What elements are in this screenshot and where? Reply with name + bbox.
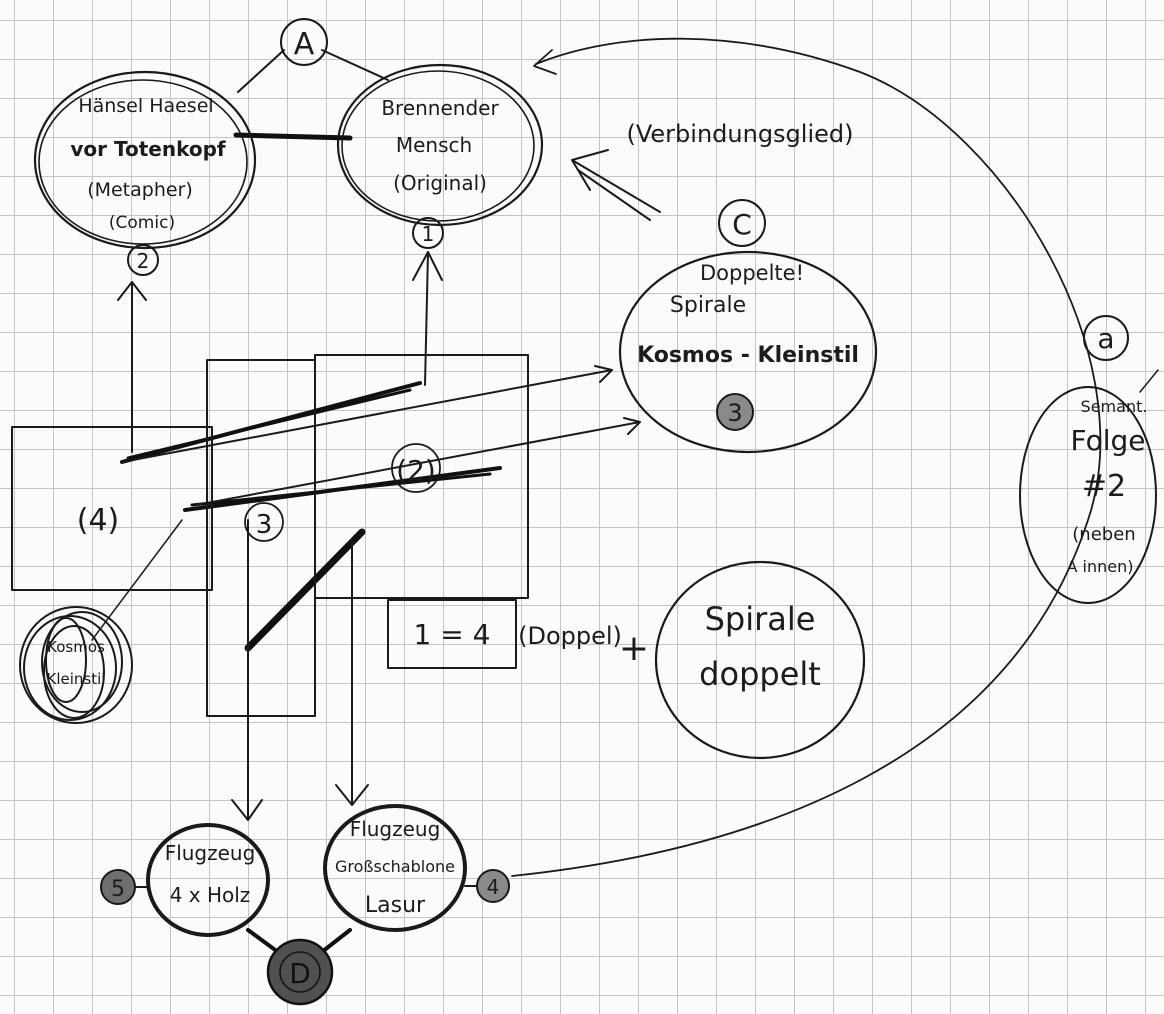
marker-d: D [266,938,334,1006]
plus-text: + [619,628,649,669]
verbindung-arrow [571,149,661,221]
flugzeug-left-badge: 5 [111,877,125,902]
scribble-line1: Kosmos [47,638,105,656]
stroke-diagonal-3 [244,528,366,652]
spirale-line3: Kosmos - Kleinstil [637,343,859,368]
mensch-line1: Brennender [381,96,499,120]
line-a-to-mensch [321,49,389,81]
return-arc-head [533,49,557,75]
return-arc [511,37,1102,877]
spirale-badge: 3 [727,399,742,427]
arrow-to-flugzeug-right [335,539,369,806]
spirale-line1: Doppelte! [700,261,804,285]
semant-line2: Folge [1070,424,1145,457]
node-haensel: Hänsel Haesel vor Totenkopf (Metapher) (… [33,70,257,276]
node-spirale-doppelt: Spirale doppelt [654,560,866,760]
semant-line5: A innen) [1067,557,1134,576]
semant-line4: (neben [1072,524,1135,545]
haensel-badge: 2 [137,249,150,273]
mensch-line3: (Original) [393,171,487,195]
node-mensch: Brennender Mensch (Original) 1 [336,63,544,249]
spirale-doppelt-line1: Spirale [705,600,816,638]
connector-lines [91,37,1159,957]
haensel-line2: vor Totenkopf [70,137,226,161]
haensel-line4: (Comic) [109,213,175,233]
panel-left-label: (4) [77,503,120,538]
flugzeug-right-line1: Flugzeug [350,817,441,841]
node-spirale: C Doppelte! Spirale Kosmos - Kleinstil 3 [618,199,878,454]
scribble-line2: Kleinstil [47,670,106,688]
semant-line3: #2 [1082,469,1126,504]
spirale-marker: C [732,208,752,241]
panel-right-label: (2) [396,454,436,487]
stroke-diagonal-2b [190,472,492,507]
arrow-to-flugzeug-left [231,519,263,821]
marker-a-label: A [294,27,315,62]
equation-text: 1 = 4 [414,618,491,651]
doppel-text: (Doppel) [518,622,622,650]
line-a-to-haensel [237,49,285,93]
haensel-line3: (Metapher) [87,179,193,201]
arrow-to-mensch [412,251,443,386]
verbindung-label: (Verbindungsglied) [627,120,854,148]
semant-marker: a [1097,322,1114,355]
arrow-to-spirale-1 [121,365,613,463]
stroke-diagonal-1b [126,388,412,460]
panel-right: (2) [314,354,529,599]
mensch-line2: Mensch [396,133,472,157]
node-flugzeug-left: Flugzeug 4 x Holz 5 [100,823,270,937]
marker-d-label: D [289,957,311,990]
haensel-line1: Hänsel Haesel [78,95,213,117]
link-haensel-mensch [233,132,353,141]
panel-left: (4) [11,426,213,591]
verbindung-text: (Verbindungsglied) [627,120,854,148]
node-semant: a Semant. Folge #2 (neben A innen) [1019,315,1157,604]
node-flugzeug-right: Flugzeug Großschablone Lasur 4 [323,804,510,932]
scribble-cluster: Kosmos Kleinstil [19,606,133,724]
arrow-to-spirale-2 [195,417,641,506]
semant-tick [1139,369,1159,393]
equation-box: 1 = 4 (Doppel) + [387,599,649,669]
flugzeug-left-line1: Flugzeug [165,841,256,865]
flugzeug-right-line3: Lasur [365,893,426,918]
flugzeug-left-line2: 4 x Holz [170,883,251,907]
mensch-badge: 1 [422,222,435,246]
flugzeug-right-line2: Großschablone [335,857,455,876]
arrow-to-haensel [117,281,147,453]
line-to-scribble [91,519,183,641]
spirale-line2: Spirale [670,293,746,318]
flugzeug-right-badge: 4 [487,875,500,899]
marker-a: A [280,18,328,66]
spirale-doppelt-line2: doppelt [699,655,821,693]
semant-line1: Semant. [1081,397,1148,416]
panel-center-label: 3 [256,510,273,540]
